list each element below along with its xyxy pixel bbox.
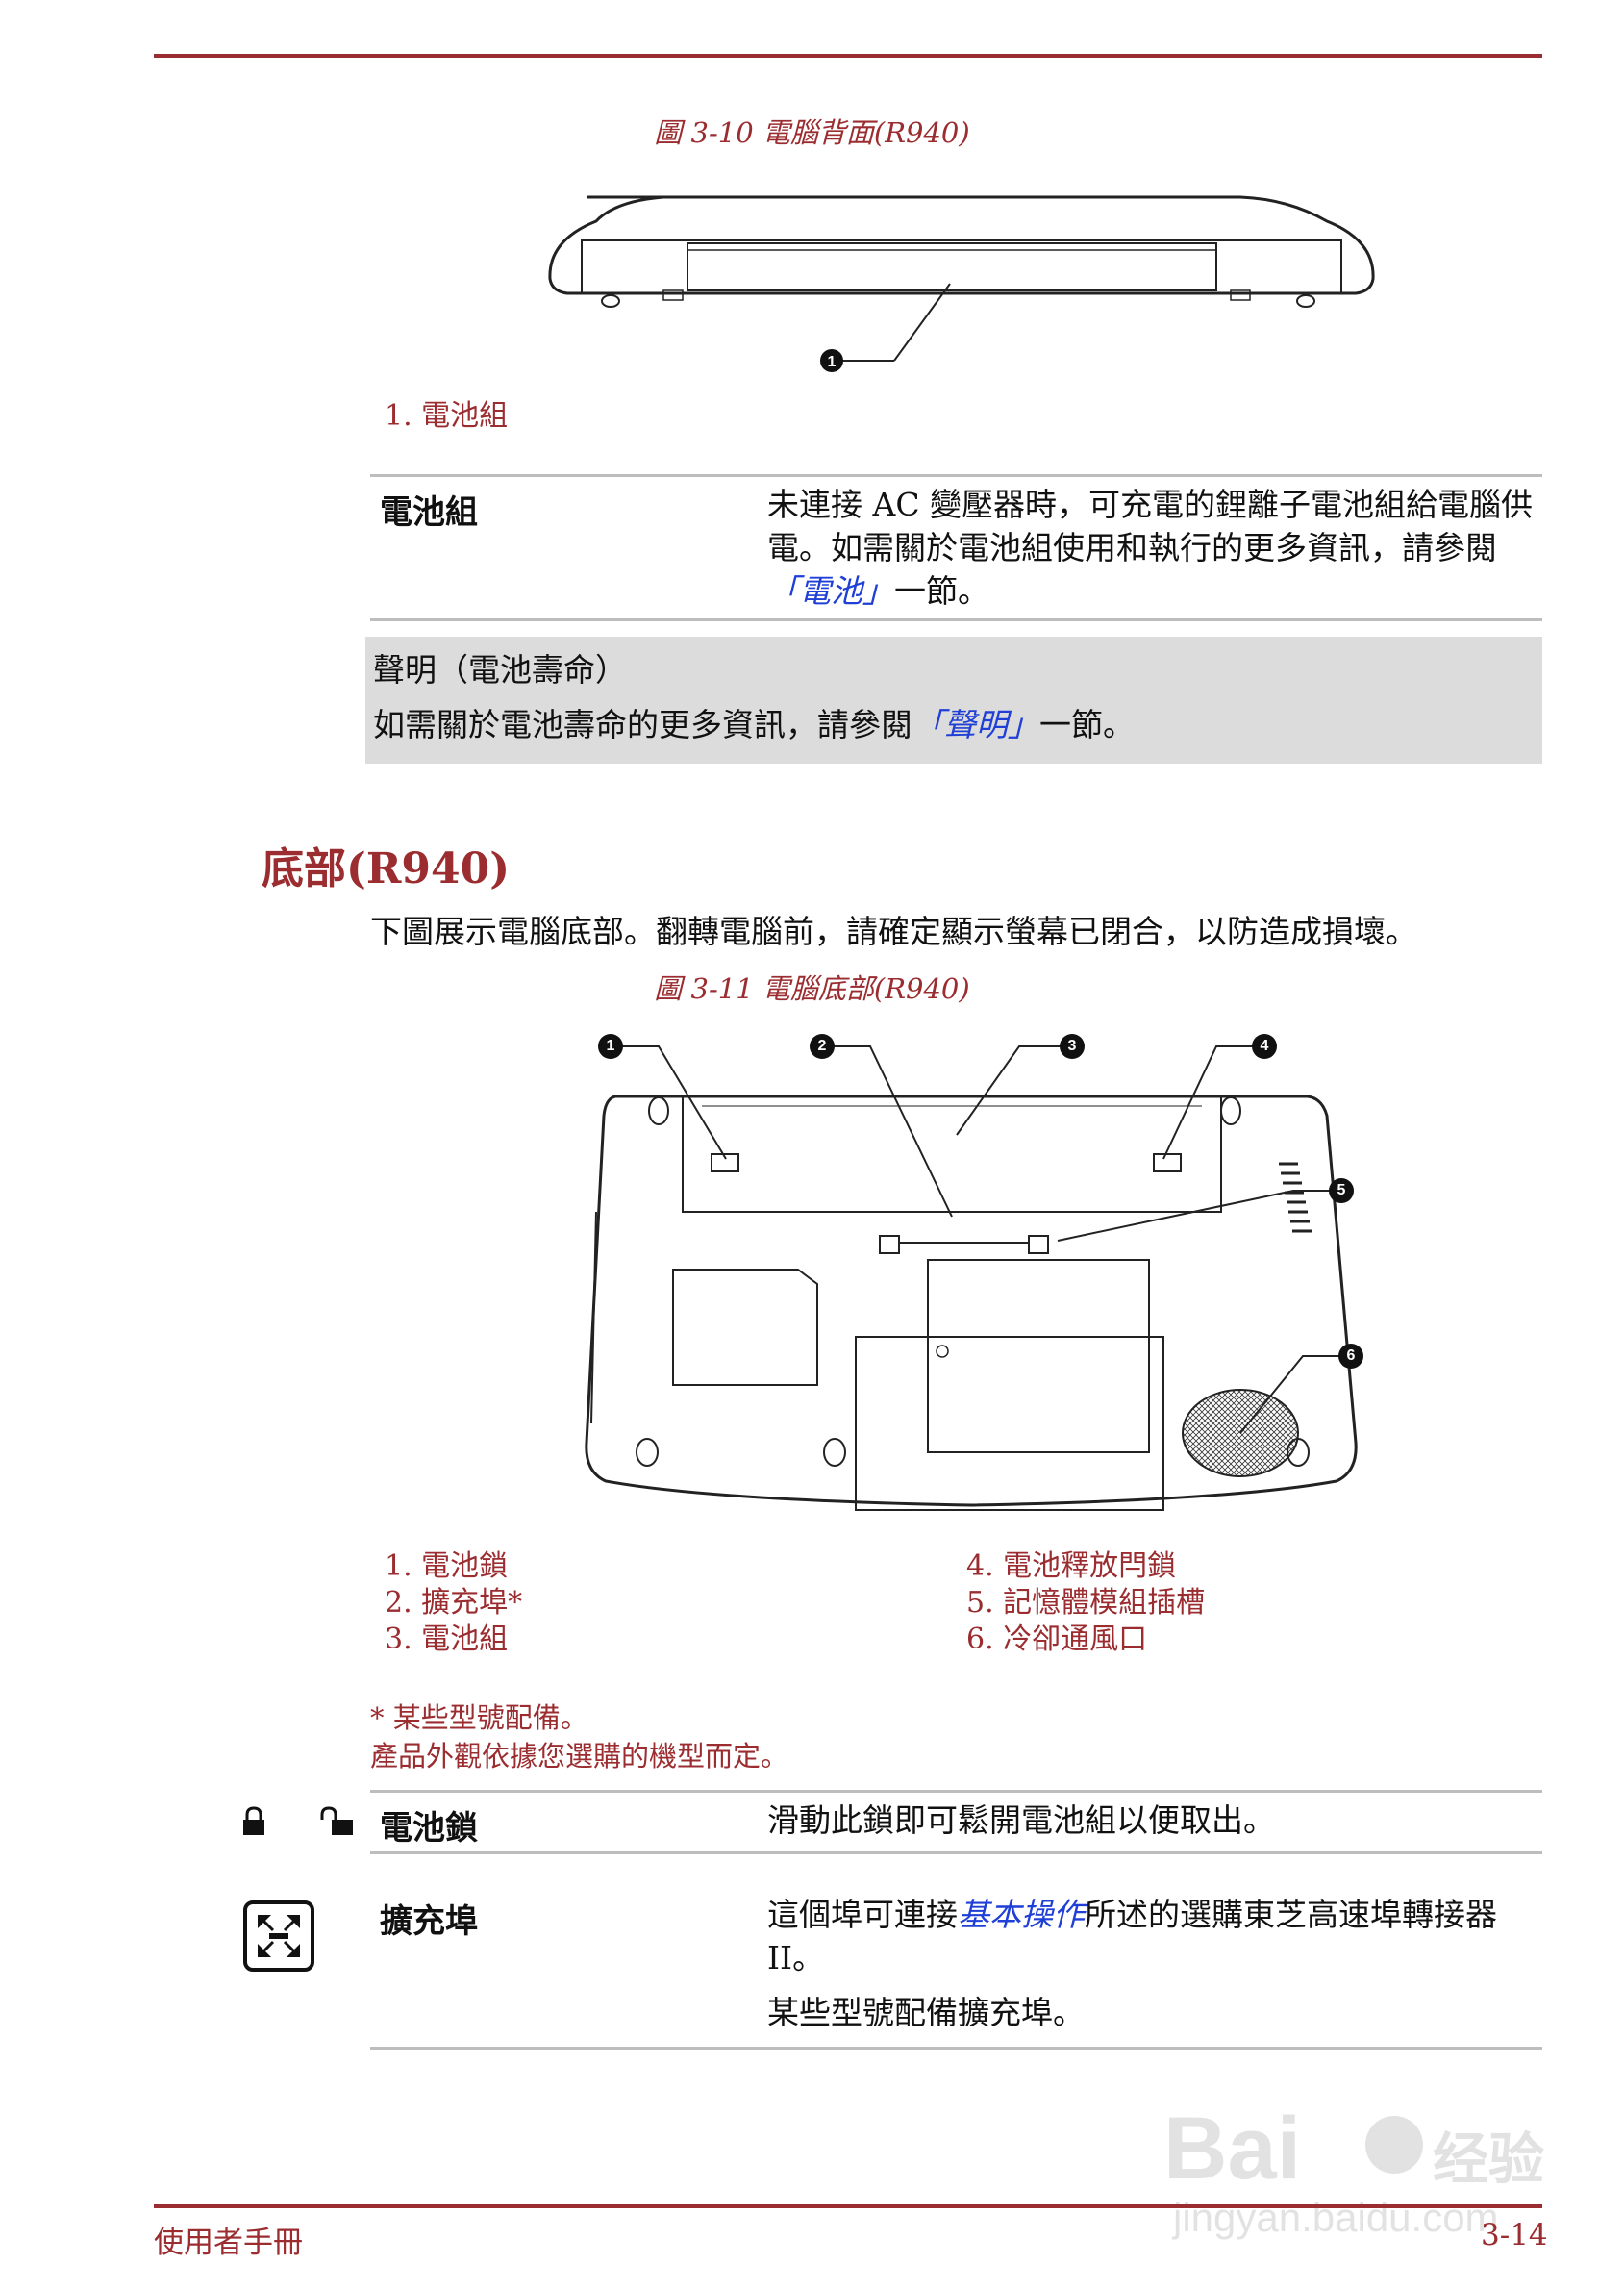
table-rule bbox=[370, 2047, 1542, 2050]
section-title: 底部(R940) bbox=[262, 844, 511, 893]
term-battery-pack: 電池組 bbox=[380, 493, 478, 532]
watermark-text-3: jingyan.baidu.com bbox=[1171, 2195, 1499, 2240]
figure-caption-2: 圖 3-11 電腦底部(R940) bbox=[654, 972, 970, 1005]
desc-battery-pack: 未連接 AC 變壓器時，可充電的鋰離子電池組給電腦供電。如需關於電池組使用和執行… bbox=[767, 486, 1534, 610]
note-box bbox=[365, 637, 1542, 764]
legend-right-3: 6. 冷卻通風口 bbox=[966, 1623, 1148, 1656]
section-intro: 下圖展示電腦底部。翻轉電腦前，請確定顯示螢幕已閉合，以防造成損壞。 bbox=[370, 913, 1417, 950]
footnote-1: * 某些型號配備。 bbox=[370, 1701, 588, 1734]
watermark-text-1: Bai bbox=[1163, 2100, 1301, 2198]
watermark-text-2: 经验 bbox=[1433, 2128, 1544, 2191]
figure2-callout-3: 3 bbox=[1060, 1034, 1085, 1059]
lock-icon bbox=[243, 1806, 264, 1835]
laptop-back-illustration: 1 bbox=[548, 195, 1375, 372]
legend-left-1: 1. 電池鎖 bbox=[385, 1549, 509, 1583]
unlock-icon bbox=[320, 1806, 353, 1835]
baidu-watermark: Bai 经验 jingyan.baidu.com bbox=[1154, 2068, 1558, 2260]
footer-title: 使用者手冊 bbox=[154, 2226, 303, 2260]
table-rule bbox=[370, 474, 1542, 477]
legend-left-2: 2. 擴充埠* bbox=[385, 1586, 523, 1620]
figure2-callout-6: 6 bbox=[1338, 1344, 1363, 1369]
link-basic-operation[interactable]: 基本操作 bbox=[958, 1896, 1085, 1933]
note-body: 如需關於電池壽命的更多資訊，請參閱「聲明」一節。 bbox=[373, 706, 1135, 743]
link-battery[interactable]: 「電池」 bbox=[767, 572, 894, 610]
term-battery-lock: 電池鎖 bbox=[380, 1809, 478, 1848]
laptop-bottom-illustration bbox=[585, 1045, 1358, 1511]
link-statement[interactable]: 「聲明」 bbox=[912, 706, 1039, 743]
page-number: 3-14 bbox=[1481, 2218, 1548, 2252]
figure-caption-1: 圖 3-10 電腦背面(R940) bbox=[654, 116, 970, 149]
figure2-callout-5: 5 bbox=[1329, 1178, 1354, 1203]
legend-right-1: 4. 電池釋放閂鎖 bbox=[966, 1549, 1177, 1583]
footnote-2: 產品外觀依據您選購的機型而定。 bbox=[370, 1740, 789, 1773]
table-rule bbox=[370, 1790, 1542, 1793]
figure2-callout-2: 2 bbox=[810, 1034, 835, 1059]
desc-expansion-port-note: 某些型號配備擴充埠。 bbox=[767, 1994, 1085, 2031]
figure1-callout-1: 1 bbox=[828, 354, 837, 370]
term-expansion-port: 擴充埠 bbox=[380, 1902, 478, 1941]
table-rule bbox=[370, 1851, 1542, 1854]
figure2-callout-4: 4 bbox=[1252, 1034, 1277, 1059]
legend-right-2: 5. 記憶體模組插槽 bbox=[966, 1586, 1206, 1620]
header-rule bbox=[154, 54, 1542, 58]
desc-battery-lock: 滑動此鎖即可鬆開電池組以便取出。 bbox=[767, 1801, 1275, 1839]
docking-port-icon bbox=[243, 1900, 314, 1972]
desc-expansion-port: 這個埠可連接基本操作所述的選購東芝高速埠轉接器 II。 bbox=[767, 1896, 1497, 1976]
note-title: 聲明（電池壽命） bbox=[373, 651, 627, 689]
figure1-legend-item: 1. 電池組 bbox=[385, 399, 509, 433]
legend-left-3: 3. 電池組 bbox=[385, 1623, 509, 1656]
footer-rule bbox=[154, 2204, 1542, 2208]
figure2-callout-1: 1 bbox=[598, 1034, 623, 1059]
table-rule bbox=[370, 618, 1542, 621]
